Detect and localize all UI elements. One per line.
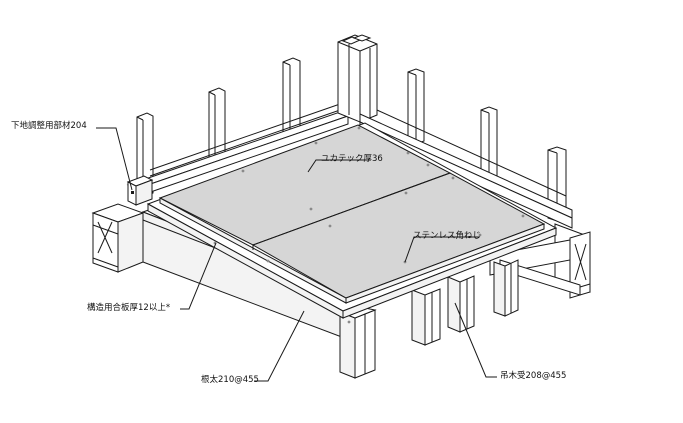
panel-screws xyxy=(213,126,525,324)
label-structural-plywood: 構造用合板厚12以上* xyxy=(87,303,171,313)
back-wall-plates-right xyxy=(359,109,573,229)
joists xyxy=(338,259,519,379)
label-stainless-screw: ステンレス角ねじ xyxy=(413,231,482,241)
leader-lines xyxy=(96,127,497,382)
label-neda: 根太210@455 xyxy=(201,375,259,385)
label-tsurigiuke: 吊木受208@455 xyxy=(500,371,567,381)
label-base-adjust-member: 下地調整用部材204 xyxy=(11,121,87,131)
left-rim-joist-end xyxy=(91,203,145,273)
back-wall-studs-left xyxy=(136,57,301,198)
yukatekku-panels xyxy=(158,124,546,304)
corner-post xyxy=(337,34,378,123)
label-yukatekku: ユカテック厚36 xyxy=(321,154,383,164)
base-adjust-member xyxy=(126,175,154,206)
